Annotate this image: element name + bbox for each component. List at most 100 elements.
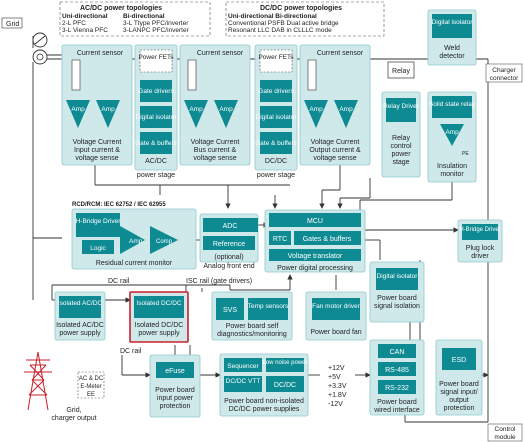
- signal-isolator-block: [376, 268, 418, 290]
- bus-sense-caption-1: Voltage Current: [191, 139, 240, 146]
- gate-buffers-block-2: [260, 132, 292, 154]
- wired-interface-panel: CAN RS-485 RS-232 Power board wired inte…: [369, 339, 425, 416]
- connection-lines: [32, 36, 492, 423]
- control-module: Control module: [487, 423, 523, 442]
- dcdc-stage-caption-1: DC/DC: [265, 158, 287, 165]
- rcm-amp-triangle: [120, 226, 145, 254]
- mcu-label: MCU: [307, 218, 323, 225]
- relay-control-panel: Relay Relay Driver Relay control power s…: [381, 61, 421, 178]
- rs485-label: RS-485: [385, 367, 409, 374]
- isolated-acdc-label: Isolated AC/DC: [58, 300, 103, 307]
- power-digital-processing-panel: MCU RTC Gates & buffers Voltage translat…: [264, 209, 366, 273]
- power-fets-box: [139, 49, 173, 73]
- grid-input: Grid: [1, 17, 48, 65]
- current-sensor-label-2: Current sensor: [197, 50, 244, 57]
- ac-uni-heading: Uni-directional: [62, 13, 108, 20]
- esd-caption-3: output: [449, 397, 469, 404]
- amp-label-6: Amp: [339, 106, 353, 113]
- gate-drivers-label: Gate drivers: [138, 88, 174, 95]
- rcm-hbridge-block: [76, 213, 120, 237]
- wired-interface-caption-2: wired interface: [373, 407, 420, 414]
- isolated-acdc-caption-1: Isolated AC/DC: [56, 322, 104, 329]
- esd-caption-4: protection: [444, 405, 475, 412]
- power-fets-line-2: Power FETs: [258, 54, 294, 61]
- rail-value-1: +12V: [328, 365, 345, 372]
- bus-sense-panel: Current sensor Amp Amp Voltage Current B…: [179, 44, 251, 166]
- efuse-label: eFuse: [165, 368, 185, 375]
- gates-buffers-mcu-label: Gates & buffers: [303, 236, 352, 243]
- ac-bi-item-2: 3-LANPC PFC/inverter: [123, 27, 190, 34]
- emeter-label-2: E-Meter: [80, 384, 101, 390]
- pe-label: PE: [462, 151, 469, 157]
- amp-triangle-3: [184, 100, 208, 128]
- charger-connector-label-1: Charger: [492, 67, 516, 74]
- efuse-caption-3: protection: [160, 403, 191, 410]
- rcm-logic-block: [82, 240, 114, 254]
- plug-lock-caption-1: Plug lock: [466, 245, 495, 252]
- temp-sensors-label: Temp sensors: [248, 303, 289, 310]
- dc-rail-label-2: DC rail: [120, 348, 142, 355]
- input-sense-panel: Current sensor Amp Amp Voltage Current I…: [61, 44, 133, 166]
- input-sense-caption-2: Input current &: [74, 147, 120, 154]
- digital-isolator-block-1: [140, 106, 172, 128]
- rs485-block: [378, 362, 416, 376]
- control-module-label-2: module: [494, 434, 516, 441]
- rcm-comp-triangle: [150, 226, 178, 254]
- amp-label-2: Amp: [101, 106, 115, 113]
- isolated-dcdc-caption-1: Isolated DC/DC: [135, 322, 184, 329]
- amp-label-3: Amp: [189, 106, 203, 113]
- reference-block: [203, 236, 255, 250]
- ac-uni-item-2: 3-L Vienna PFC: [62, 27, 108, 34]
- non-isolated-dcdc-panel: Sequencer Low noise power DC/DC VTT DC/D…: [219, 353, 309, 417]
- amp-label-4: Amp: [219, 106, 233, 113]
- rcm-hbridge-label: H-Bridge Driver: [76, 218, 122, 225]
- amp-triangle-5: [304, 100, 328, 128]
- amp-label-1: Amp: [71, 106, 85, 113]
- gate-drivers-label-2: Gate drivers: [258, 88, 294, 95]
- rail-value-3: +3.3V: [328, 383, 347, 390]
- weld-isolator-label: Digital isolator: [432, 19, 474, 26]
- output-sense-caption-3: voltage sense: [313, 155, 356, 162]
- solid-state-relay-label: Solid state relay: [429, 101, 476, 108]
- weld-caption-1: Weld: [444, 45, 460, 52]
- rail-value-5: -12V: [328, 401, 343, 408]
- isolated-dcdc-label: Isolated DC/DC: [136, 300, 181, 307]
- isolated-dcdc-caption-2: power supply: [138, 330, 180, 337]
- wired-interface-caption-1: Power board: [377, 399, 417, 406]
- efuse-block: [156, 362, 194, 378]
- grid-label: Grid: [6, 21, 19, 28]
- emeter-label-1: AC & DC: [79, 376, 104, 382]
- plug-hbridge-label: H-Bridge Driver: [459, 227, 500, 233]
- power-fets-line-1: Power FETs: [138, 54, 174, 61]
- grid-output-label-2: charger output: [51, 415, 96, 422]
- ldo-label: Low noise power: [262, 360, 307, 366]
- amp-triangle-4: [214, 100, 238, 128]
- afe-caption-1: (optional): [214, 254, 243, 261]
- digital-isolator-label-1: Digital isolator: [136, 114, 178, 121]
- voltage-translator-label: Voltage translator: [288, 253, 343, 260]
- dcdc-stage-caption-2: power stage: [257, 172, 295, 179]
- isolated-acdc-block: [59, 296, 101, 318]
- weld-caption-2: detector: [439, 53, 465, 60]
- residual-current-monitor-panel: RCD/RCM: IEC 62752 / IEC 62955 H-Bridge …: [71, 202, 197, 270]
- grid-meter-icon: [32, 49, 48, 65]
- isolated-acdc-caption-2: power supply: [59, 330, 101, 337]
- relay-box: [387, 61, 415, 79]
- relay-driver-label: Relay Driver: [383, 103, 420, 110]
- emeter-label-3: EE: [87, 392, 95, 398]
- sequencer-block: [224, 358, 262, 372]
- sequencer-label: Sequencer: [227, 363, 259, 370]
- ac-bi-heading: Bi-directional: [123, 13, 165, 20]
- insulation-caption-1: Insulation: [437, 163, 467, 170]
- plug-lock-caption-2: driver: [471, 253, 489, 260]
- signal-isolation-caption-2: signal isolation: [374, 303, 420, 310]
- dc-item-1: Conventional PSFB Dual active bridge: [228, 20, 339, 27]
- rs232-label: RS-232: [385, 385, 409, 392]
- plug-hbridge-block: [462, 224, 498, 240]
- pdp-caption: Power digital processing: [277, 265, 353, 272]
- weld-detector-panel: Digital isolator Weld detector: [427, 9, 477, 66]
- amp-triangle-6: [334, 100, 358, 128]
- rs232-block: [378, 380, 416, 394]
- acdc-power-stage-panel: Power FETs Gate drivers Digital isolator…: [134, 44, 178, 171]
